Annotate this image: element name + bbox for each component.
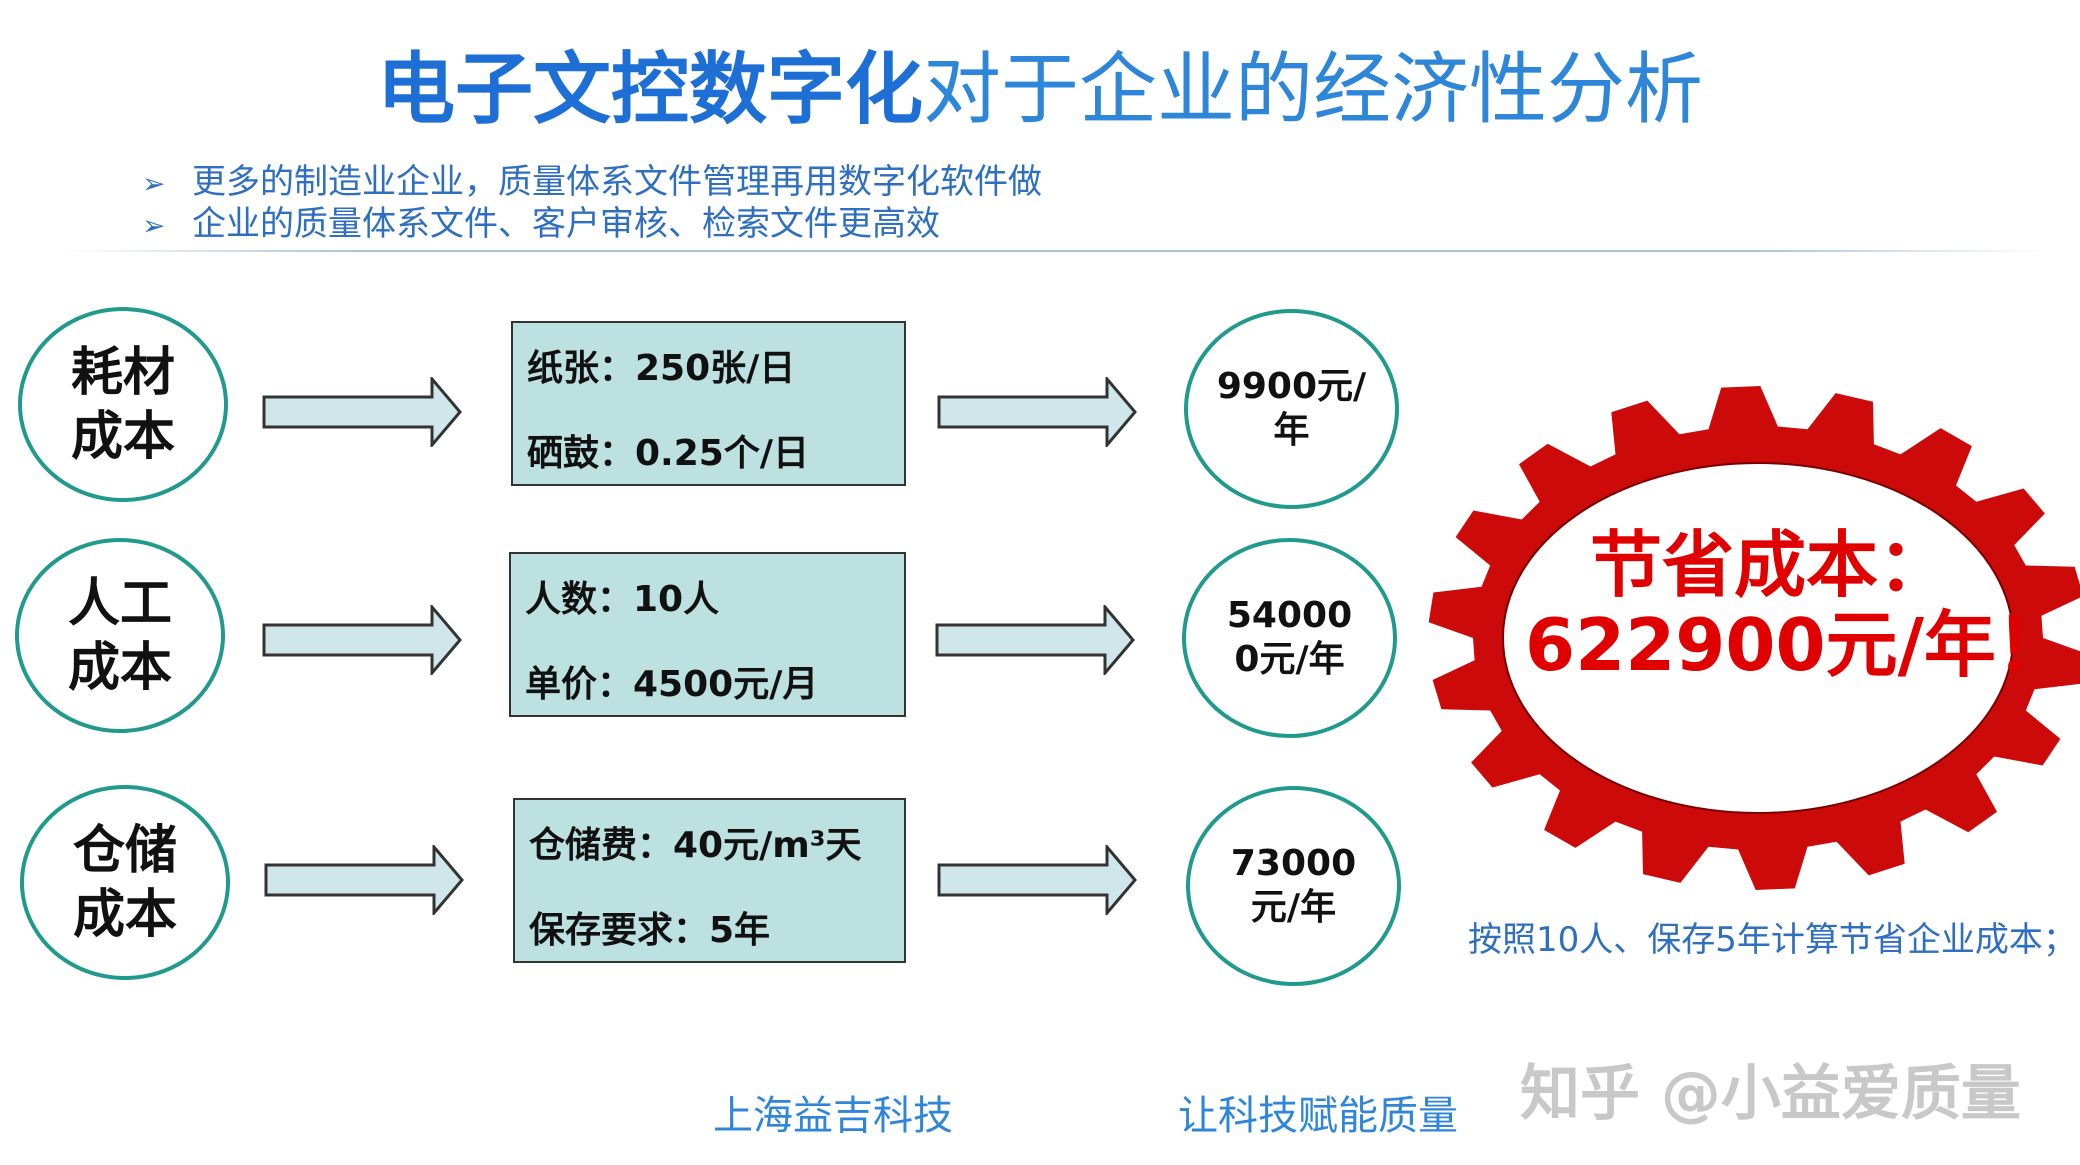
result-circle-storage: 73000元/年 [1186, 786, 1401, 986]
bullet-arrow-icon: ➢ [142, 167, 166, 200]
page-title: 电子文控数字化对于企业的经济性分析 [0, 42, 2080, 138]
footer-slogan: 让科技赋能质量 [1178, 1093, 1458, 1139]
info-line: 仓储费：40元/m³天 [529, 825, 862, 866]
watermark: 知乎 @小益爱质量 [1520, 1059, 2021, 1129]
category-label: 仓储成本 [72, 820, 177, 945]
bullet-arrow-icon: ➢ [142, 209, 166, 242]
info-box-labor: 人数：10人 单价：4500元/月 [509, 552, 906, 717]
bullet-text-2: 企业的质量体系文件、客户审核、检索文件更高效 [192, 204, 940, 244]
result-circle-labor: 540000元/年 [1182, 538, 1397, 738]
result-value: 9900元/年 [1216, 366, 1367, 451]
bullet-text-1: 更多的制造业企业，质量体系文件管理再用数字化软件做 [192, 162, 1042, 202]
category-circle-labor: 人工成本 [15, 538, 225, 733]
arrow-icon [937, 845, 1137, 915]
arrow-icon [264, 845, 464, 915]
arrow-icon [262, 605, 462, 675]
result-circle-consumables: 9900元/年 [1184, 309, 1399, 509]
bullet-item-1: ➢ 更多的制造业企业，质量体系文件管理再用数字化软件做 [142, 160, 1042, 206]
savings-value: 622900元/年！ [1525, 603, 2068, 687]
info-line: 人数：10人 [525, 579, 720, 620]
header-divider [60, 250, 2050, 252]
info-line: 硒鼓：0.25个/日 [527, 433, 809, 474]
calculation-note: 按照10人、保存5年计算节省企业成本； [1468, 920, 2077, 960]
arrow-icon [937, 377, 1137, 447]
result-value: 73000元/年 [1230, 843, 1357, 928]
info-box-storage: 仓储费：40元/m³天 保存要求：5年 [513, 798, 906, 963]
category-label: 耗材成本 [70, 342, 175, 467]
footer-company: 上海益吉科技 [713, 1093, 953, 1139]
title-normal-part: 对于企业的经济性分析 [923, 45, 1704, 135]
result-value: 540000元/年 [1226, 595, 1353, 680]
bullet-item-2: ➢ 企业的质量体系文件、客户审核、检索文件更高效 [142, 202, 940, 248]
title-bold-part: 电子文控数字化 [376, 45, 923, 135]
gear-icon [1428, 386, 2080, 890]
info-line: 单价：4500元/月 [525, 664, 819, 705]
arrow-icon [262, 377, 462, 447]
arrow-icon [935, 605, 1135, 675]
category-circle-consumables: 耗材成本 [18, 307, 228, 502]
info-line: 保存要求：5年 [529, 910, 771, 951]
info-line: 纸张：250张/日 [527, 348, 796, 389]
category-label: 人工成本 [67, 573, 172, 698]
info-box-consumables: 纸张：250张/日 硒鼓：0.25个/日 [511, 321, 906, 486]
savings-title: 节省成本： [1589, 523, 1950, 607]
category-circle-storage: 仓储成本 [20, 785, 230, 980]
